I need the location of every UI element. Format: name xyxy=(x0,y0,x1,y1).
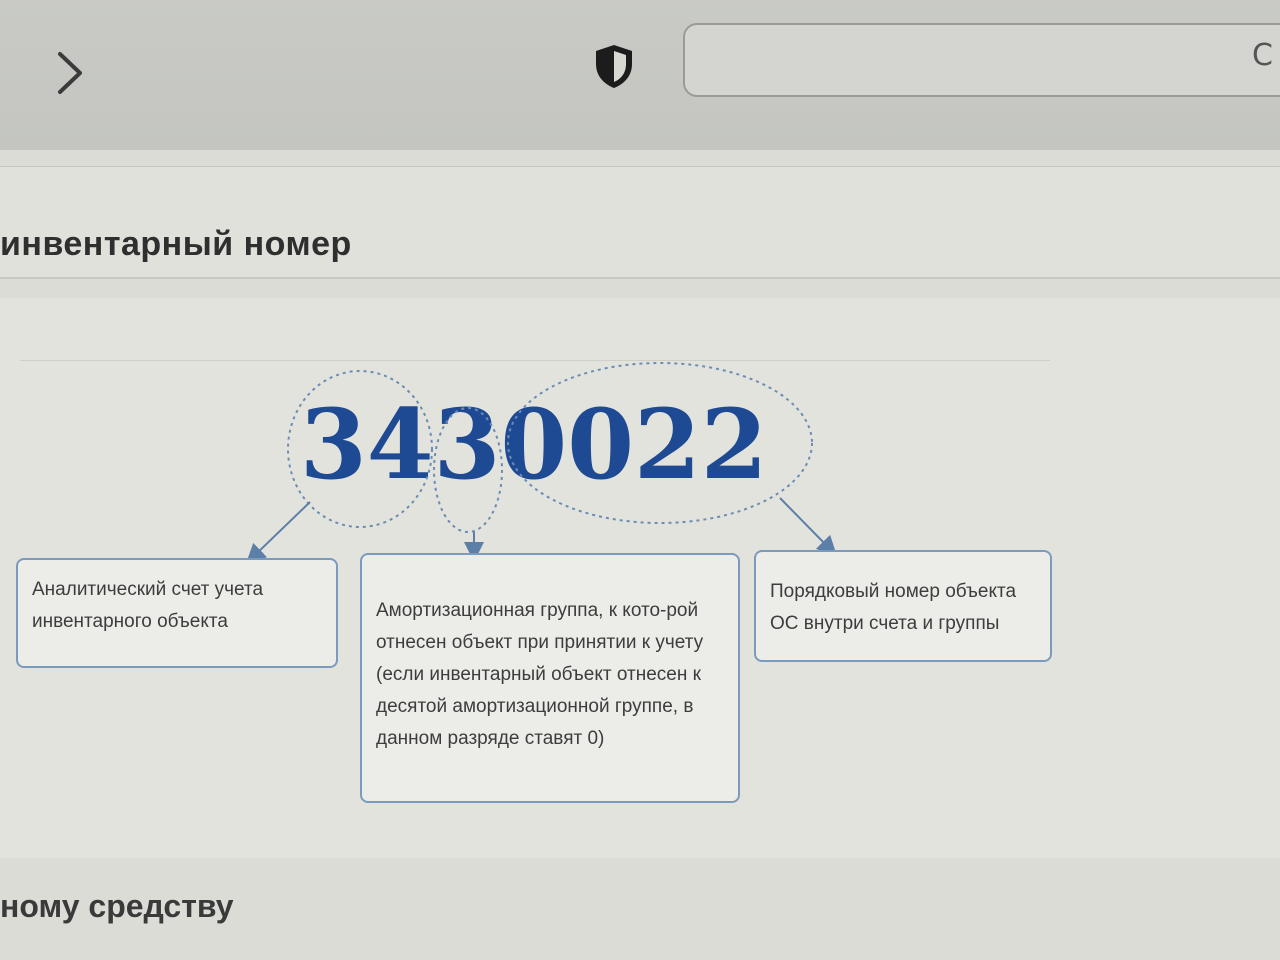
callout-text: Порядковый номер объекта ОС внутри счета… xyxy=(770,581,1017,634)
divider xyxy=(20,360,1050,361)
browser-toolbar: C xyxy=(0,0,1280,150)
inventory-number: 3430022 xyxy=(300,388,768,501)
shield-icon[interactable] xyxy=(592,42,636,90)
callout-text: Амортизационная группа, к кото-рой отнес… xyxy=(376,600,704,749)
page-title: инвентарный номер xyxy=(0,225,352,263)
url-input[interactable] xyxy=(683,23,1280,97)
reload-icon[interactable]: C xyxy=(1252,38,1273,73)
title-bar: инвентарный номер xyxy=(0,166,1280,279)
callout-analytic-account: Аналитический счет учета инвентарного об… xyxy=(16,558,338,668)
callout-serial-number: Порядковый номер объекта ОС внутри счета… xyxy=(754,550,1052,662)
callout-text: Аналитический счет учета инвентарного об… xyxy=(32,579,264,632)
callout-depreciation-group: Амортизационная группа, к кото-рой отнес… xyxy=(360,553,740,803)
chevron-right-icon[interactable] xyxy=(52,48,92,98)
number-text: 3430022 xyxy=(300,388,768,501)
section-heading: ному средству xyxy=(0,888,234,924)
